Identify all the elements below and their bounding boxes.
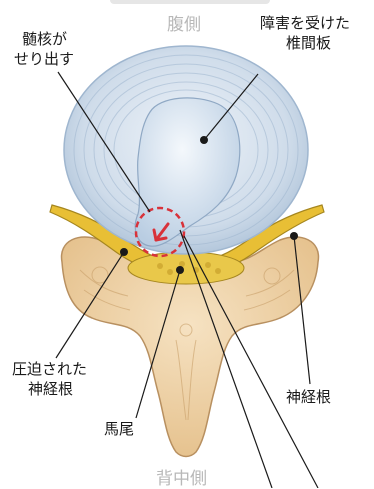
label-dorsal: 背中側 <box>156 464 207 489</box>
label-ventral: 腹側 <box>167 10 201 35</box>
label-nucleus-2: せり出す <box>14 50 74 68</box>
label-cauda-equina: 馬尾 <box>104 420 134 438</box>
label-damaged-disc-1: 障害を受けた <box>260 14 350 32</box>
label-damaged-disc-2: 椎間板 <box>286 34 331 52</box>
label-nucleus-1: 髄核が <box>22 30 67 48</box>
label-compressed-root-2: 神経根 <box>28 380 73 398</box>
label-nerve-root: 神経根 <box>286 388 331 406</box>
cauda-equina <box>128 252 244 284</box>
label-compressed-root-1: 圧迫された <box>12 360 87 378</box>
